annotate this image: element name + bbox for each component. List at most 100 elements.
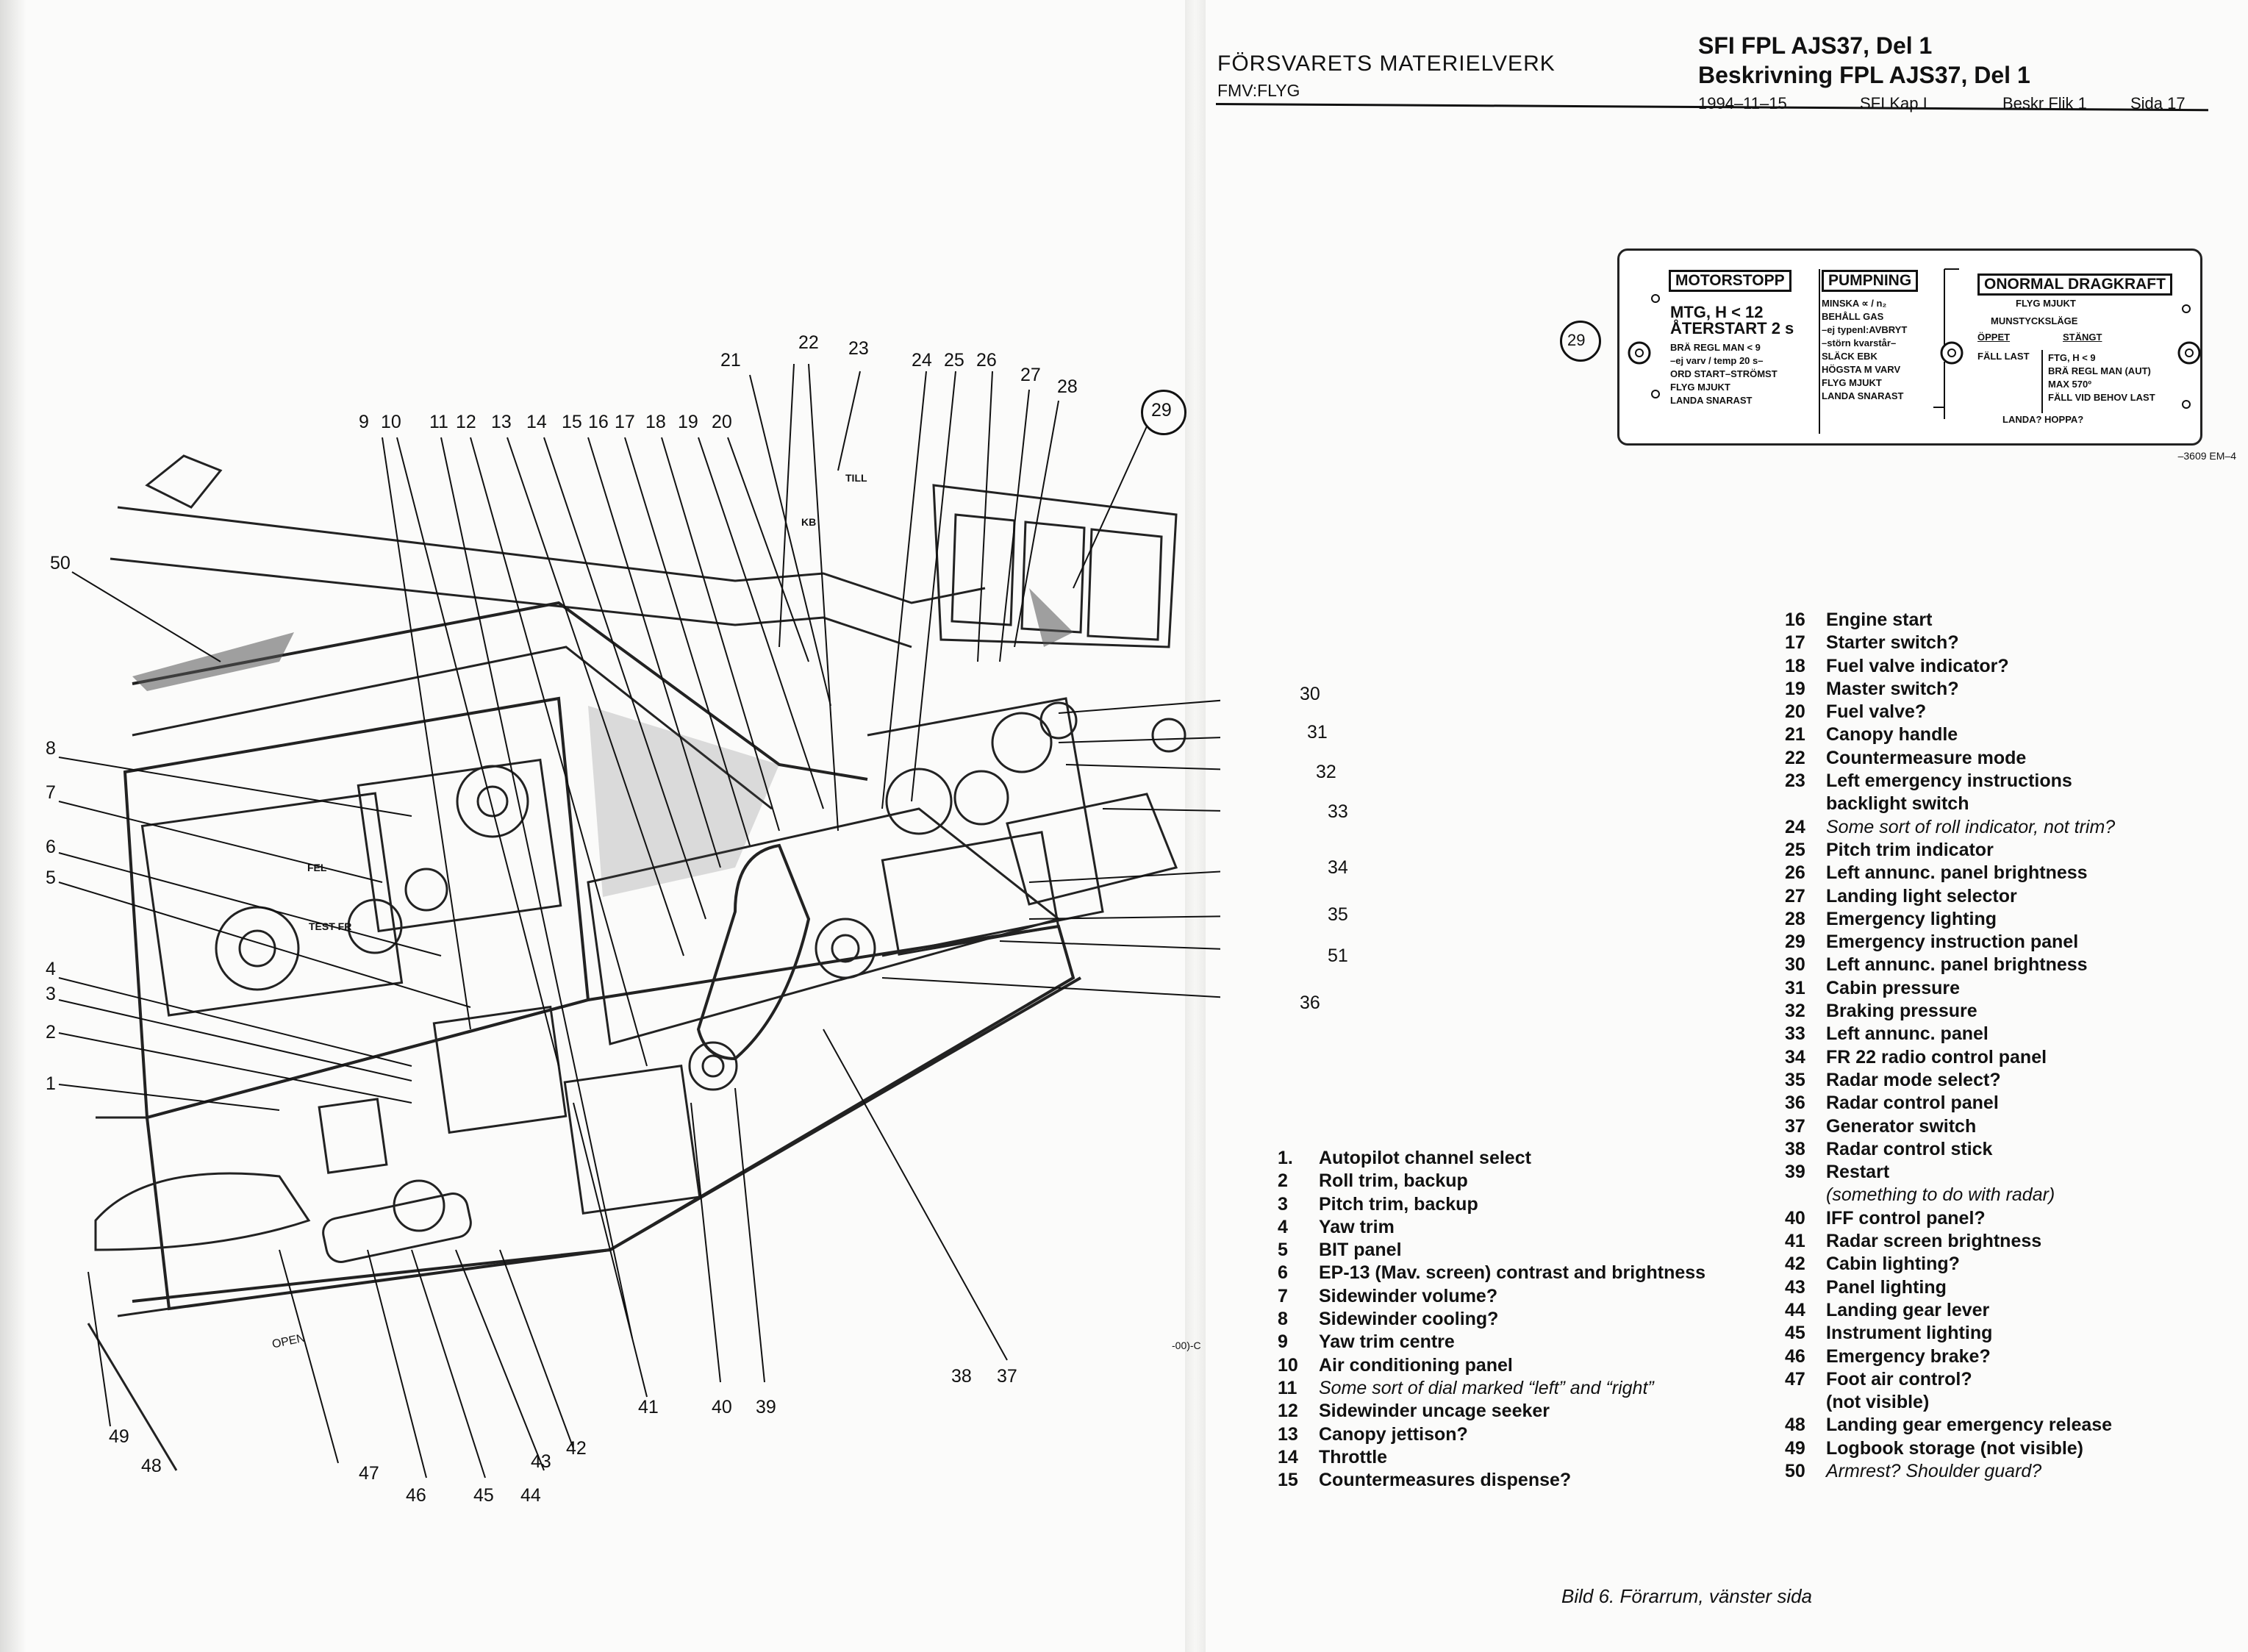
legend-number: 44	[1785, 1299, 1805, 1320]
legend-text: Starter switch?	[1826, 632, 1959, 654]
legend-number	[1785, 1391, 1826, 1414]
callout-39: 39	[756, 1397, 776, 1417]
dragkraft-flyg: FLYG MJUKT	[2016, 298, 2076, 309]
legend-number: 20	[1785, 701, 1805, 723]
motorstopp-line7: LANDA SNARAST	[1670, 395, 1753, 406]
legend-text: Some sort of roll indicator, not trim?	[1826, 816, 2116, 837]
callout-48: 48	[141, 1456, 162, 1476]
legend-text: EP-13 (Mav. screen) contrast and brightn…	[1319, 1262, 1706, 1284]
legend-item: 1.Autopilot channel select	[1278, 1147, 1705, 1170]
dragkraft-stangt: STÄNGT	[2063, 332, 2102, 343]
legend-text: Left annunc. panel brightness	[1826, 862, 2088, 884]
label-fel: FEL	[307, 862, 327, 873]
legend-number: 2	[1278, 1170, 1288, 1192]
legend-number: 12	[1278, 1401, 1298, 1422]
legend-text: Engine start	[1826, 609, 1933, 630]
callout-45: 45	[473, 1485, 494, 1506]
callout-6: 6	[46, 837, 56, 857]
legend-text: Yaw trim centre	[1319, 1331, 1455, 1353]
legend-number: 39	[1785, 1162, 1805, 1183]
legend-number: 4	[1278, 1216, 1288, 1237]
legend-item: (not visible)	[1785, 1391, 2115, 1414]
pumpning-line3: –ej typenl:AVBRYT	[1822, 324, 1908, 335]
callout-16: 16	[588, 412, 609, 432]
callout-34: 34	[1328, 857, 1348, 878]
callout-2: 2	[46, 1022, 56, 1043]
callout-27: 27	[1020, 365, 1041, 385]
legend-number: 32	[1785, 1001, 1805, 1022]
legend-number	[1785, 1184, 1826, 1206]
legend-number: 49	[1785, 1437, 1805, 1459]
legend-number: 13	[1278, 1423, 1298, 1445]
legend-number: 11	[1278, 1377, 1297, 1398]
callout-25: 25	[944, 350, 964, 371]
callout-38: 38	[951, 1366, 972, 1387]
dragkraft-oppet: ÖPPET	[1977, 332, 2011, 343]
legend-text: Throttle	[1319, 1446, 1388, 1467]
legend-text: Yaw trim	[1319, 1216, 1395, 1237]
pumpning-line5: SLÄCK EBK	[1822, 351, 1877, 362]
legend-number: 9	[1278, 1331, 1288, 1353]
legend-number: 42	[1785, 1254, 1805, 1275]
legend-number: 24	[1785, 816, 1805, 837]
legend-text: Pitch trim indicator	[1826, 839, 1994, 860]
instruction-panel-ref: 29	[1567, 331, 1586, 349]
legend-number: 40	[1785, 1207, 1805, 1229]
legend-text: Logbook storage (not visible)	[1826, 1437, 2084, 1459]
dragkraft-line2: BRÄ REGL MAN (AUT)	[2048, 365, 2151, 376]
callout-29-circle	[1141, 390, 1186, 435]
legend-number: 18	[1785, 655, 1805, 676]
pumpning-line4: –störn kvarstår–	[1822, 337, 1897, 348]
legend-number: 14	[1278, 1446, 1298, 1467]
callout-40: 40	[712, 1397, 732, 1417]
legend-number: 3	[1278, 1193, 1288, 1215]
legend-text: Left annunc. panel	[1826, 1023, 1989, 1045]
legend-item: (something to do with radar)	[1785, 1184, 2115, 1206]
callout-17: 17	[615, 412, 635, 432]
callout-26: 26	[976, 350, 997, 371]
dragkraft-line1: FTG, H < 9	[2048, 352, 2096, 363]
legend-text: Panel lighting	[1826, 1276, 1947, 1298]
legend-item: 4 Yaw trim	[1278, 1216, 1705, 1239]
legend-number: 8	[1278, 1309, 1288, 1330]
doc-date: 1994–11–15	[1698, 94, 1787, 112]
legend-number: 31	[1785, 977, 1805, 998]
motorstopp-line5: ORD START–STRÖMST	[1670, 368, 1778, 379]
doc-title-1: SFI FPL AJS37, Del 1	[1698, 32, 1933, 59]
legend-text: Radar control panel	[1826, 1093, 1999, 1114]
callout-4: 4	[46, 959, 56, 979]
legend-text: Generator switch	[1826, 1115, 1977, 1137]
legend-number: 37	[1785, 1115, 1805, 1137]
org-name: FÖRSVARETS MATERIELVERK	[1217, 51, 1556, 76]
label-test: TEST FR	[309, 920, 352, 932]
callout-13: 13	[491, 412, 512, 432]
label-kb: KB	[801, 516, 817, 528]
callout-28: 28	[1057, 376, 1078, 397]
bit-panel	[140, 792, 404, 1017]
legend-text: (something to do with radar)	[1826, 1184, 2055, 1206]
callout-35: 35	[1328, 904, 1348, 925]
legend-text: Sidewinder uncage seeker	[1319, 1401, 1550, 1422]
legend-text: backlight switch	[1826, 793, 1969, 815]
legend-number: 41	[1785, 1231, 1805, 1252]
callout-5: 5	[46, 868, 56, 888]
callout-37: 37	[997, 1366, 1017, 1387]
callout-22: 22	[798, 332, 819, 353]
